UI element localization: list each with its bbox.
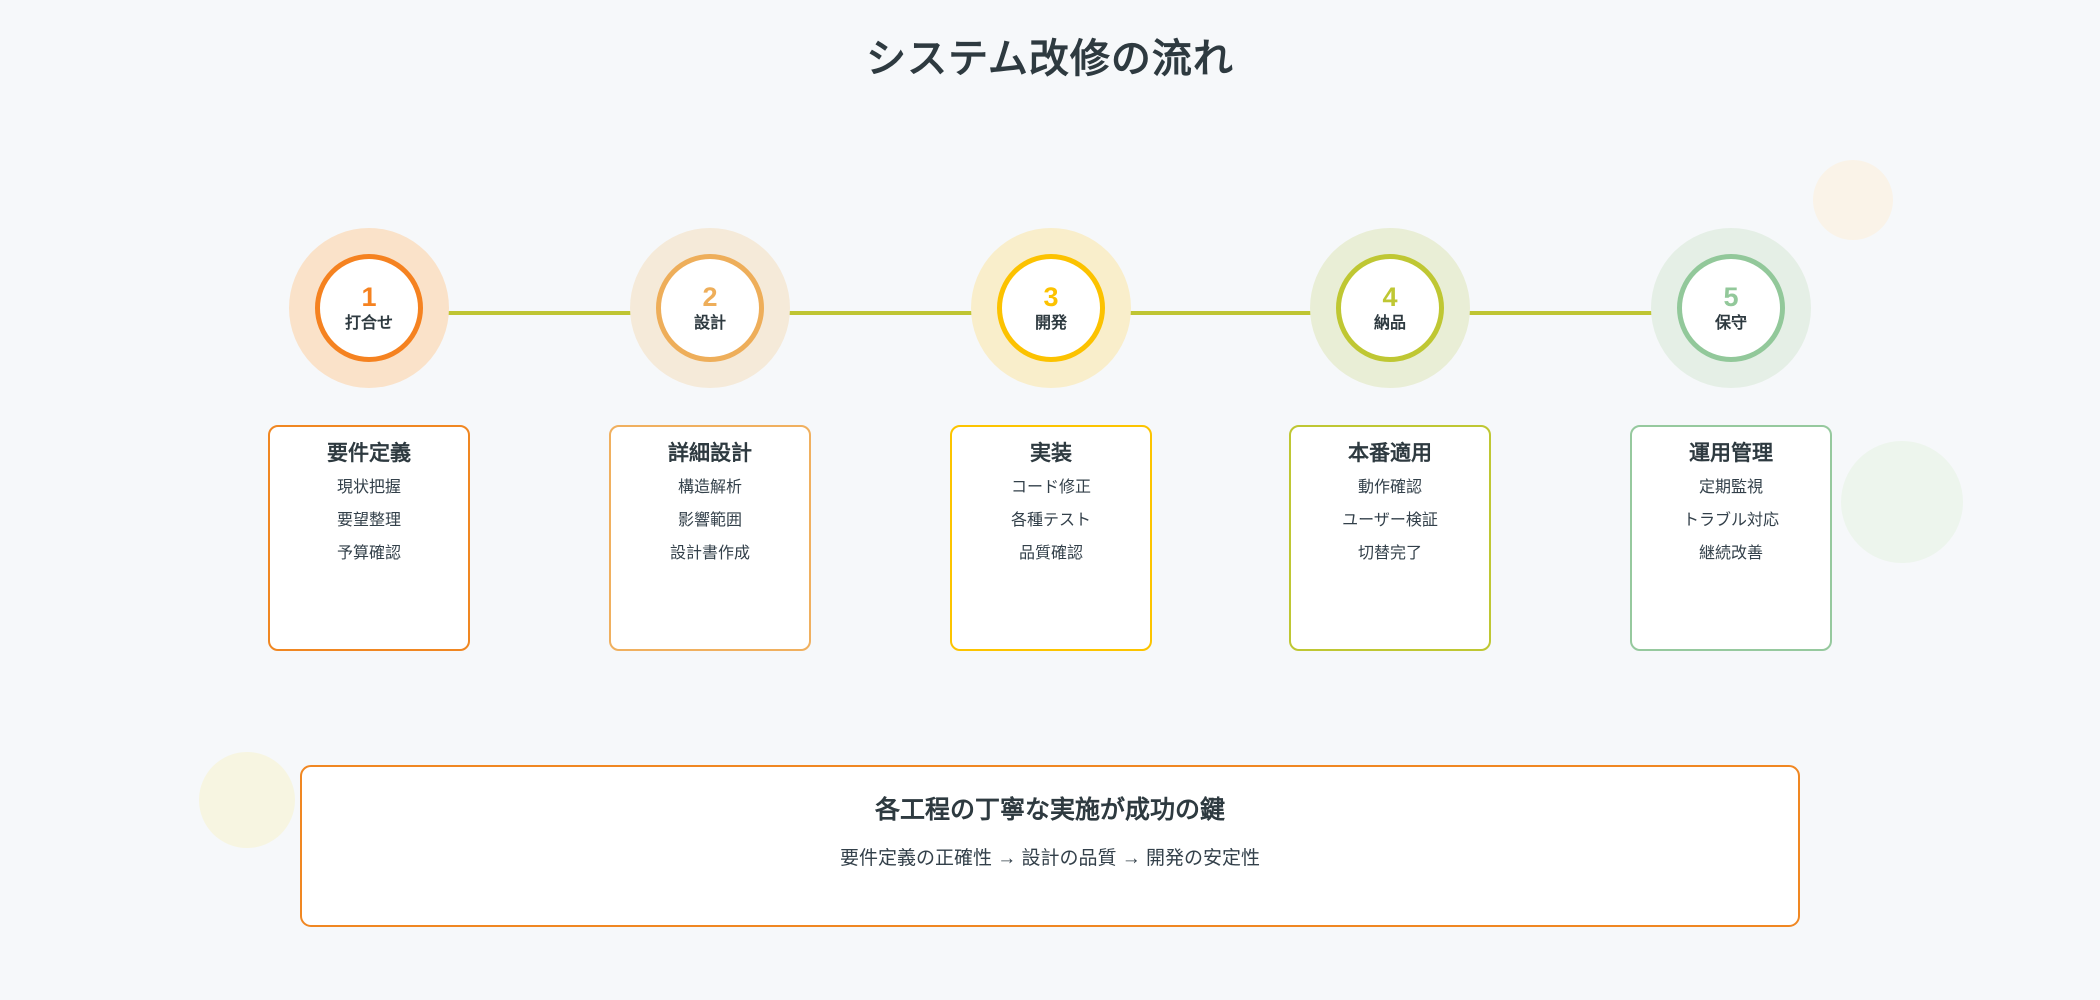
step-circle-3: 3 開発 [997,254,1105,362]
detail-card-title-2: 詳細設計 [668,442,752,465]
detail-card-item: 要望整理 [336,512,401,530]
detail-card-3[interactable]: 実装 コード修正 各種テスト 品質確認 [950,425,1152,651]
summary-banner-title: 各工程の丁寧な実施が成功の鍵 [874,796,1225,824]
detail-card-item: 継続改善 [1698,545,1763,563]
summary-banner: 各工程の丁寧な実施が成功の鍵 要件定義の正確性 → 設計の品質 → 開発の安定性 [300,765,1800,927]
step-flow-row: 1 打合せ 2 設計 3 開発 4 納品 5 保守 [0,228,2100,398]
step-node-2[interactable]: 2 設計 [630,228,790,388]
detail-card-5[interactable]: 運用管理 定期監視 トラブル対応 継続改善 [1630,425,1832,651]
step-label-1: 打合せ [344,315,393,332]
step-label-5: 保守 [1714,315,1747,332]
detail-card-item: 動作確認 [1357,479,1422,497]
step-number-2: 2 [702,282,718,312]
detail-card-item: 構造解析 [677,479,742,497]
summary-banner-subtitle: 要件定義の正確性 → 設計の品質 → 開発の安定性 [839,848,1261,869]
detail-card-2[interactable]: 詳細設計 構造解析 影響範囲 設計書作成 [609,425,811,651]
detail-card-item: 各種テスト [1010,512,1091,530]
detail-card-item: 切替完了 [1357,545,1422,563]
step-label-3: 開発 [1034,315,1067,332]
detail-card-title-3: 実装 [1030,442,1072,465]
detail-card-item: 予算確認 [336,545,401,563]
step-label-2: 設計 [693,315,726,332]
detail-card-item: ユーザー検証 [1342,512,1438,530]
detail-card-4[interactable]: 本番適用 動作確認 ユーザー検証 切替完了 [1289,425,1491,651]
detail-card-title-4: 本番適用 [1348,442,1432,465]
step-number-3: 3 [1043,282,1059,312]
step-label-4: 納品 [1373,315,1406,332]
step-connector-4-5 [1446,311,1675,315]
detail-card-item: 設計書作成 [669,545,750,563]
step-connector-3-4 [1107,311,1334,315]
step-circle-2: 2 設計 [656,254,764,362]
detail-card-item: 定期監視 [1698,479,1763,497]
detail-card-1[interactable]: 要件定義 現状把握 要望整理 予算確認 [268,425,470,651]
step-number-5: 5 [1723,282,1739,312]
detail-card-row: 要件定義 現状把握 要望整理 予算確認 詳細設計 構造解析 影響範囲 設計書作成… [0,425,2100,655]
step-circle-5: 5 保守 [1677,254,1785,362]
step-node-4[interactable]: 4 納品 [1310,228,1470,388]
step-connector-1-2 [425,311,654,315]
step-number-1: 1 [361,282,377,312]
step-node-5[interactable]: 5 保守 [1651,228,1811,388]
detail-card-item: 影響範囲 [677,512,742,530]
detail-card-title-1: 要件定義 [327,442,411,465]
detail-card-item: コード修正 [1010,479,1091,497]
step-circle-1: 1 打合せ [315,254,423,362]
step-circle-4: 4 納品 [1336,254,1444,362]
step-node-3[interactable]: 3 開発 [971,228,1131,388]
page-title: システム改修の流れ [866,37,1234,81]
detail-card-title-5: 運用管理 [1689,442,1773,465]
detail-card-item: 現状把握 [336,479,401,497]
step-connector-2-3 [766,311,995,315]
step-node-1[interactable]: 1 打合せ [289,228,449,388]
decorative-circle-bottom-left [199,752,295,848]
step-number-4: 4 [1382,282,1398,312]
detail-card-item: 品質確認 [1018,545,1083,563]
detail-card-item: トラブル対応 [1682,512,1779,530]
